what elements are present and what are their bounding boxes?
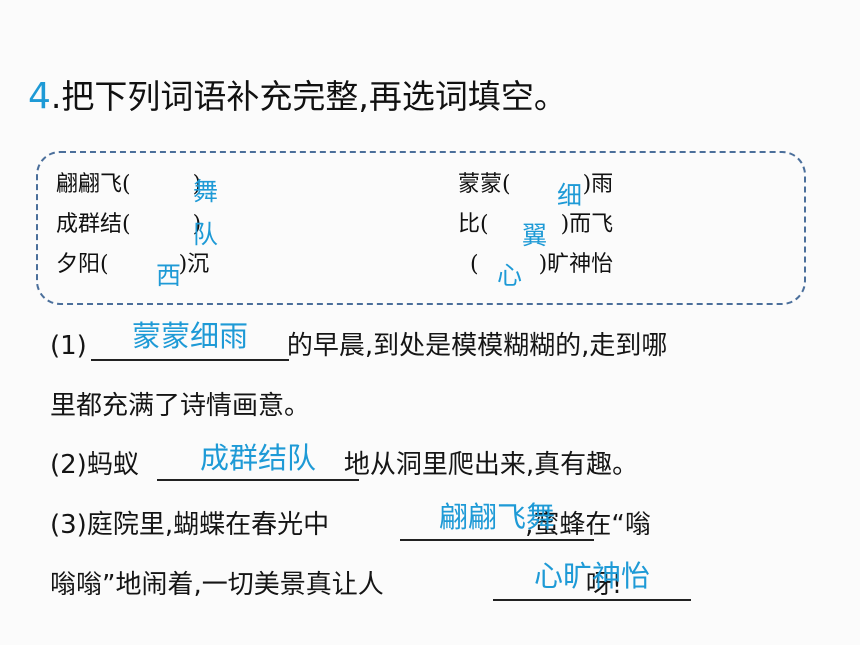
word-item: 比( )而飞 [458,210,613,240]
answer-blank [400,539,594,541]
word-item: 蒙蒙( )雨 [458,170,613,200]
word-completion-box [36,151,806,305]
question-3-answer-2: 心旷神怡 [533,559,650,593]
word-before: ( [470,252,479,277]
word-item: ( )旷神怡 [470,250,613,280]
exercise-title: 4.把下列词语补充完整,再选词填空。 [28,76,567,118]
word-after: ) [192,212,202,237]
word-after: )而飞 [560,212,614,237]
word-answer: 西 [156,261,182,290]
answer-blank [91,359,289,361]
word-answer: 舞 [193,177,219,206]
word-item: 成群结() [56,210,201,240]
word-item: 夕阳( )沉 [56,250,209,280]
question-3-line-2: 嗡嗡”地闹着,一切美景真让人 呀! [50,565,622,605]
word-before: 夕阳( [56,252,109,277]
exercise-number: 4 [28,76,51,117]
question-prefix: 嗡嗡”地闹着,一切美景真让人 [50,570,384,600]
question-suffix: 呀! [585,570,623,600]
word-after: )沉 [178,252,210,277]
word-before: 成群结( [56,212,131,237]
word-after: ) [192,172,202,197]
question-prefix: (1) [50,331,87,361]
answer-blank [493,599,691,601]
question-3-answer: 翩翩飞舞 [438,500,555,534]
word-item: 翩翩飞() [56,170,201,200]
word-answer: 队 [193,220,219,249]
word-answer: 细 [557,181,583,210]
word-after: )旷神怡 [538,252,614,277]
word-after: )雨 [582,172,614,197]
word-before: 翩翩飞( [56,172,131,197]
question-1-line-1: (1) 的早晨,到处是模模糊糊的,走到哪 [50,326,667,366]
question-1-line-2: 里都充满了诗情画意。 [50,391,311,421]
answer-blank [157,479,359,481]
word-answer: 心 [497,261,523,290]
question-prefix: (3)庭院里,蝴蝶在春光中 [50,510,330,540]
question-prefix: (2)蚂蚁 [50,450,139,480]
question-2-answer: 成群结队 [199,441,316,475]
question-2-line: (2)蚂蚁 地从洞里爬出来,真有趣。 [50,445,638,485]
question-suffix: 地从洞里爬出来,真有趣。 [343,450,639,480]
word-answer: 翼 [522,221,548,250]
question-1-answer: 蒙蒙细雨 [131,319,248,353]
word-before: 蒙蒙( [458,172,511,197]
word-before: 比( [458,212,489,237]
question-suffix: ,蜜蜂在“嗡 [525,510,651,540]
exercise-instruction: .把下列词语补充完整,再选词填空。 [50,77,567,116]
question-suffix: 的早晨,到处是模模糊糊的,走到哪 [286,331,668,361]
question-3-line-1: (3)庭院里,蝴蝶在春光中 ,蜜蜂在“嗡 [50,505,651,545]
